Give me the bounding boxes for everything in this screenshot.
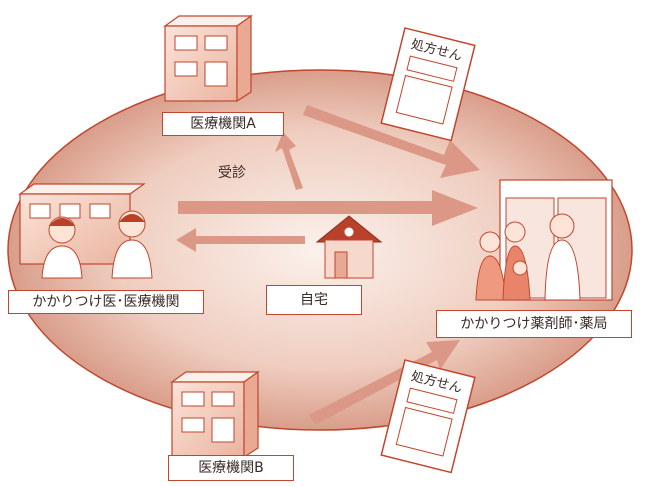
- family-doctor-label: かかりつけ医･医療機関: [8, 290, 204, 314]
- arrow-clinic-a-to-pharmacy: [303, 105, 480, 178]
- arrow-home-to-clinic-a: [275, 132, 303, 190]
- prescription-icon: 処方せん: [380, 27, 476, 142]
- pharmacist-icon: [544, 213, 581, 301]
- doctor-icon: [41, 216, 83, 279]
- clinic-building-icon: [170, 370, 260, 459]
- care-region-ellipse: [7, 69, 633, 431]
- arrow-home-to-doctor: [176, 228, 305, 252]
- arrow-clinic-b-to-pharmacy: [309, 340, 460, 425]
- patient-family-icon: [475, 221, 531, 301]
- consultation-label: 受診: [218, 165, 246, 181]
- clinic-b-label: 医療機関B: [168, 455, 294, 481]
- home-label: 自宅: [266, 285, 362, 315]
- house-icon: [315, 215, 383, 279]
- arrow-doctor-to-pharmacy: [178, 190, 478, 226]
- clinic-building-icon: [163, 14, 253, 103]
- family-clinic-group: [18, 183, 153, 279]
- flow-arrows: [176, 105, 480, 425]
- pharmacy-label: かかりつけ薬剤師･薬局: [436, 310, 632, 338]
- prescription-icon: 処方せん: [380, 359, 476, 474]
- clinic-a-label: 医療機関A: [162, 112, 284, 136]
- doctor-icon: [111, 210, 153, 279]
